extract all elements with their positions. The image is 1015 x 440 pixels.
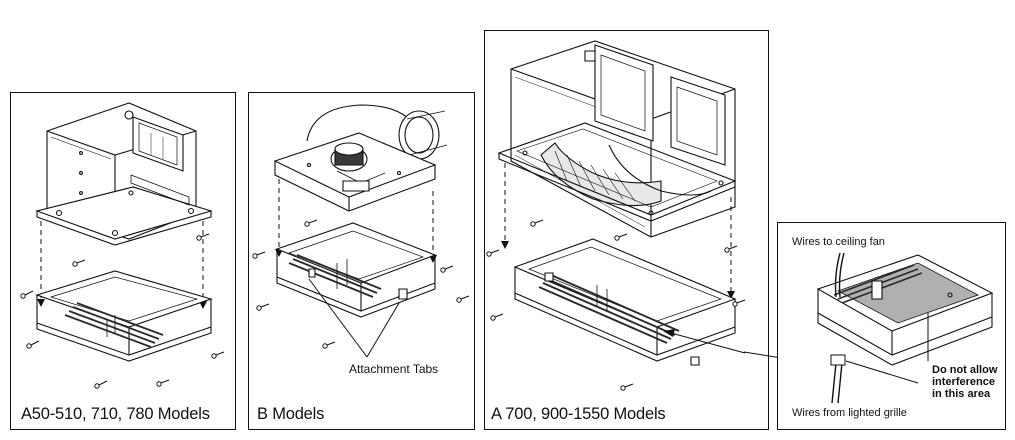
label-wires-to-ceiling-fan: Wires to ceiling fan bbox=[792, 236, 885, 248]
b-exploded-illustration bbox=[249, 93, 476, 431]
panel-a700-models: A 700, 900-1550 Models bbox=[484, 30, 769, 430]
panel-wiring-detail: Wires to ceiling fan Do not allow interf… bbox=[777, 222, 1006, 430]
a50-exploded-illustration bbox=[11, 93, 237, 431]
wiring-detail-illustration bbox=[778, 223, 1007, 431]
a700-exploded-illustration bbox=[485, 31, 770, 431]
panel-a50-models: A50-510, 710, 780 Models bbox=[10, 92, 236, 430]
label-wires-from-lighted-grille: Wires from lighted grille bbox=[792, 407, 907, 419]
note-line-3: in this area bbox=[932, 388, 991, 400]
caption-a50-models: A50-510, 710, 780 Models bbox=[21, 405, 210, 423]
note-line-2: interference bbox=[932, 376, 995, 388]
panel-b-models: Attachment Tabs B Models bbox=[248, 92, 475, 430]
caption-a700-models: A 700, 900-1550 Models bbox=[491, 405, 666, 423]
note-line-1: Do not allow bbox=[932, 364, 998, 376]
caption-b-models: B Models bbox=[257, 405, 325, 423]
callout-attachment-tabs: Attachment Tabs bbox=[349, 362, 439, 376]
